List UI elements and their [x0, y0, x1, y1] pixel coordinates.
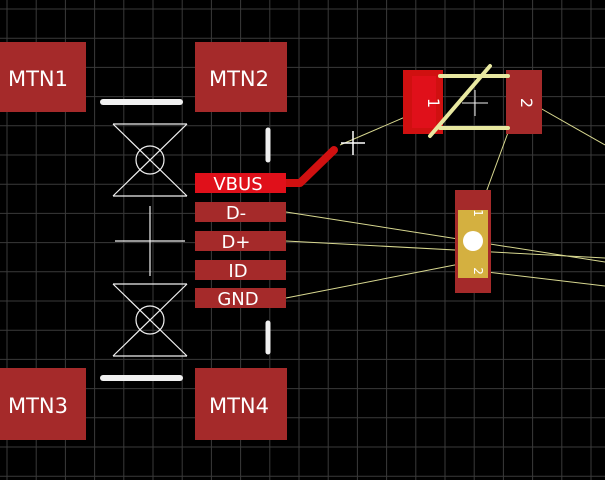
diode-pad-2-label: 2 [517, 98, 536, 108]
mounting-pad-label: MTN4 [209, 394, 269, 418]
signal-pad-d-minus[interactable]: D- [195, 202, 286, 224]
mounting-pad-mtn2[interactable]: MTN2 [195, 42, 287, 112]
signal-pad-gnd[interactable]: GND [195, 288, 286, 310]
vbus-trace[interactable] [282, 146, 338, 187]
mounting-pad-label: MTN3 [8, 394, 68, 418]
led-component[interactable]: 1 2 [455, 190, 491, 293]
signal-pad-label: ID [228, 261, 247, 282]
usb-connector-silkscreen [100, 99, 271, 381]
mounting-pad-mtn3[interactable]: MTN3 [0, 368, 86, 440]
signal-pad-label: D- [226, 203, 246, 224]
signal-pad-d-plus[interactable]: D+ [195, 231, 286, 253]
mounting-pad-label: MTN1 [8, 67, 68, 91]
signal-pad-label: D+ [222, 232, 251, 253]
led-pad-1-label: 1 [471, 209, 485, 217]
signal-pad-label: VBUS [213, 174, 262, 195]
mounting-pad-mtn1[interactable]: MTN1 [0, 42, 86, 112]
led-pad-2-label: 2 [471, 267, 485, 275]
crosshair-icon [341, 131, 365, 155]
diode-component[interactable]: 1 2 [403, 64, 542, 138]
mounting-pad-mtn4[interactable]: MTN4 [195, 368, 287, 440]
mounting-pad-label: MTN2 [209, 67, 269, 91]
diode-pad-1-label: 1 [424, 98, 443, 108]
signal-pad-label: GND [217, 289, 258, 310]
signal-pad-vbus[interactable]: VBUS [195, 173, 286, 195]
signal-pad-id[interactable]: ID [195, 260, 286, 282]
